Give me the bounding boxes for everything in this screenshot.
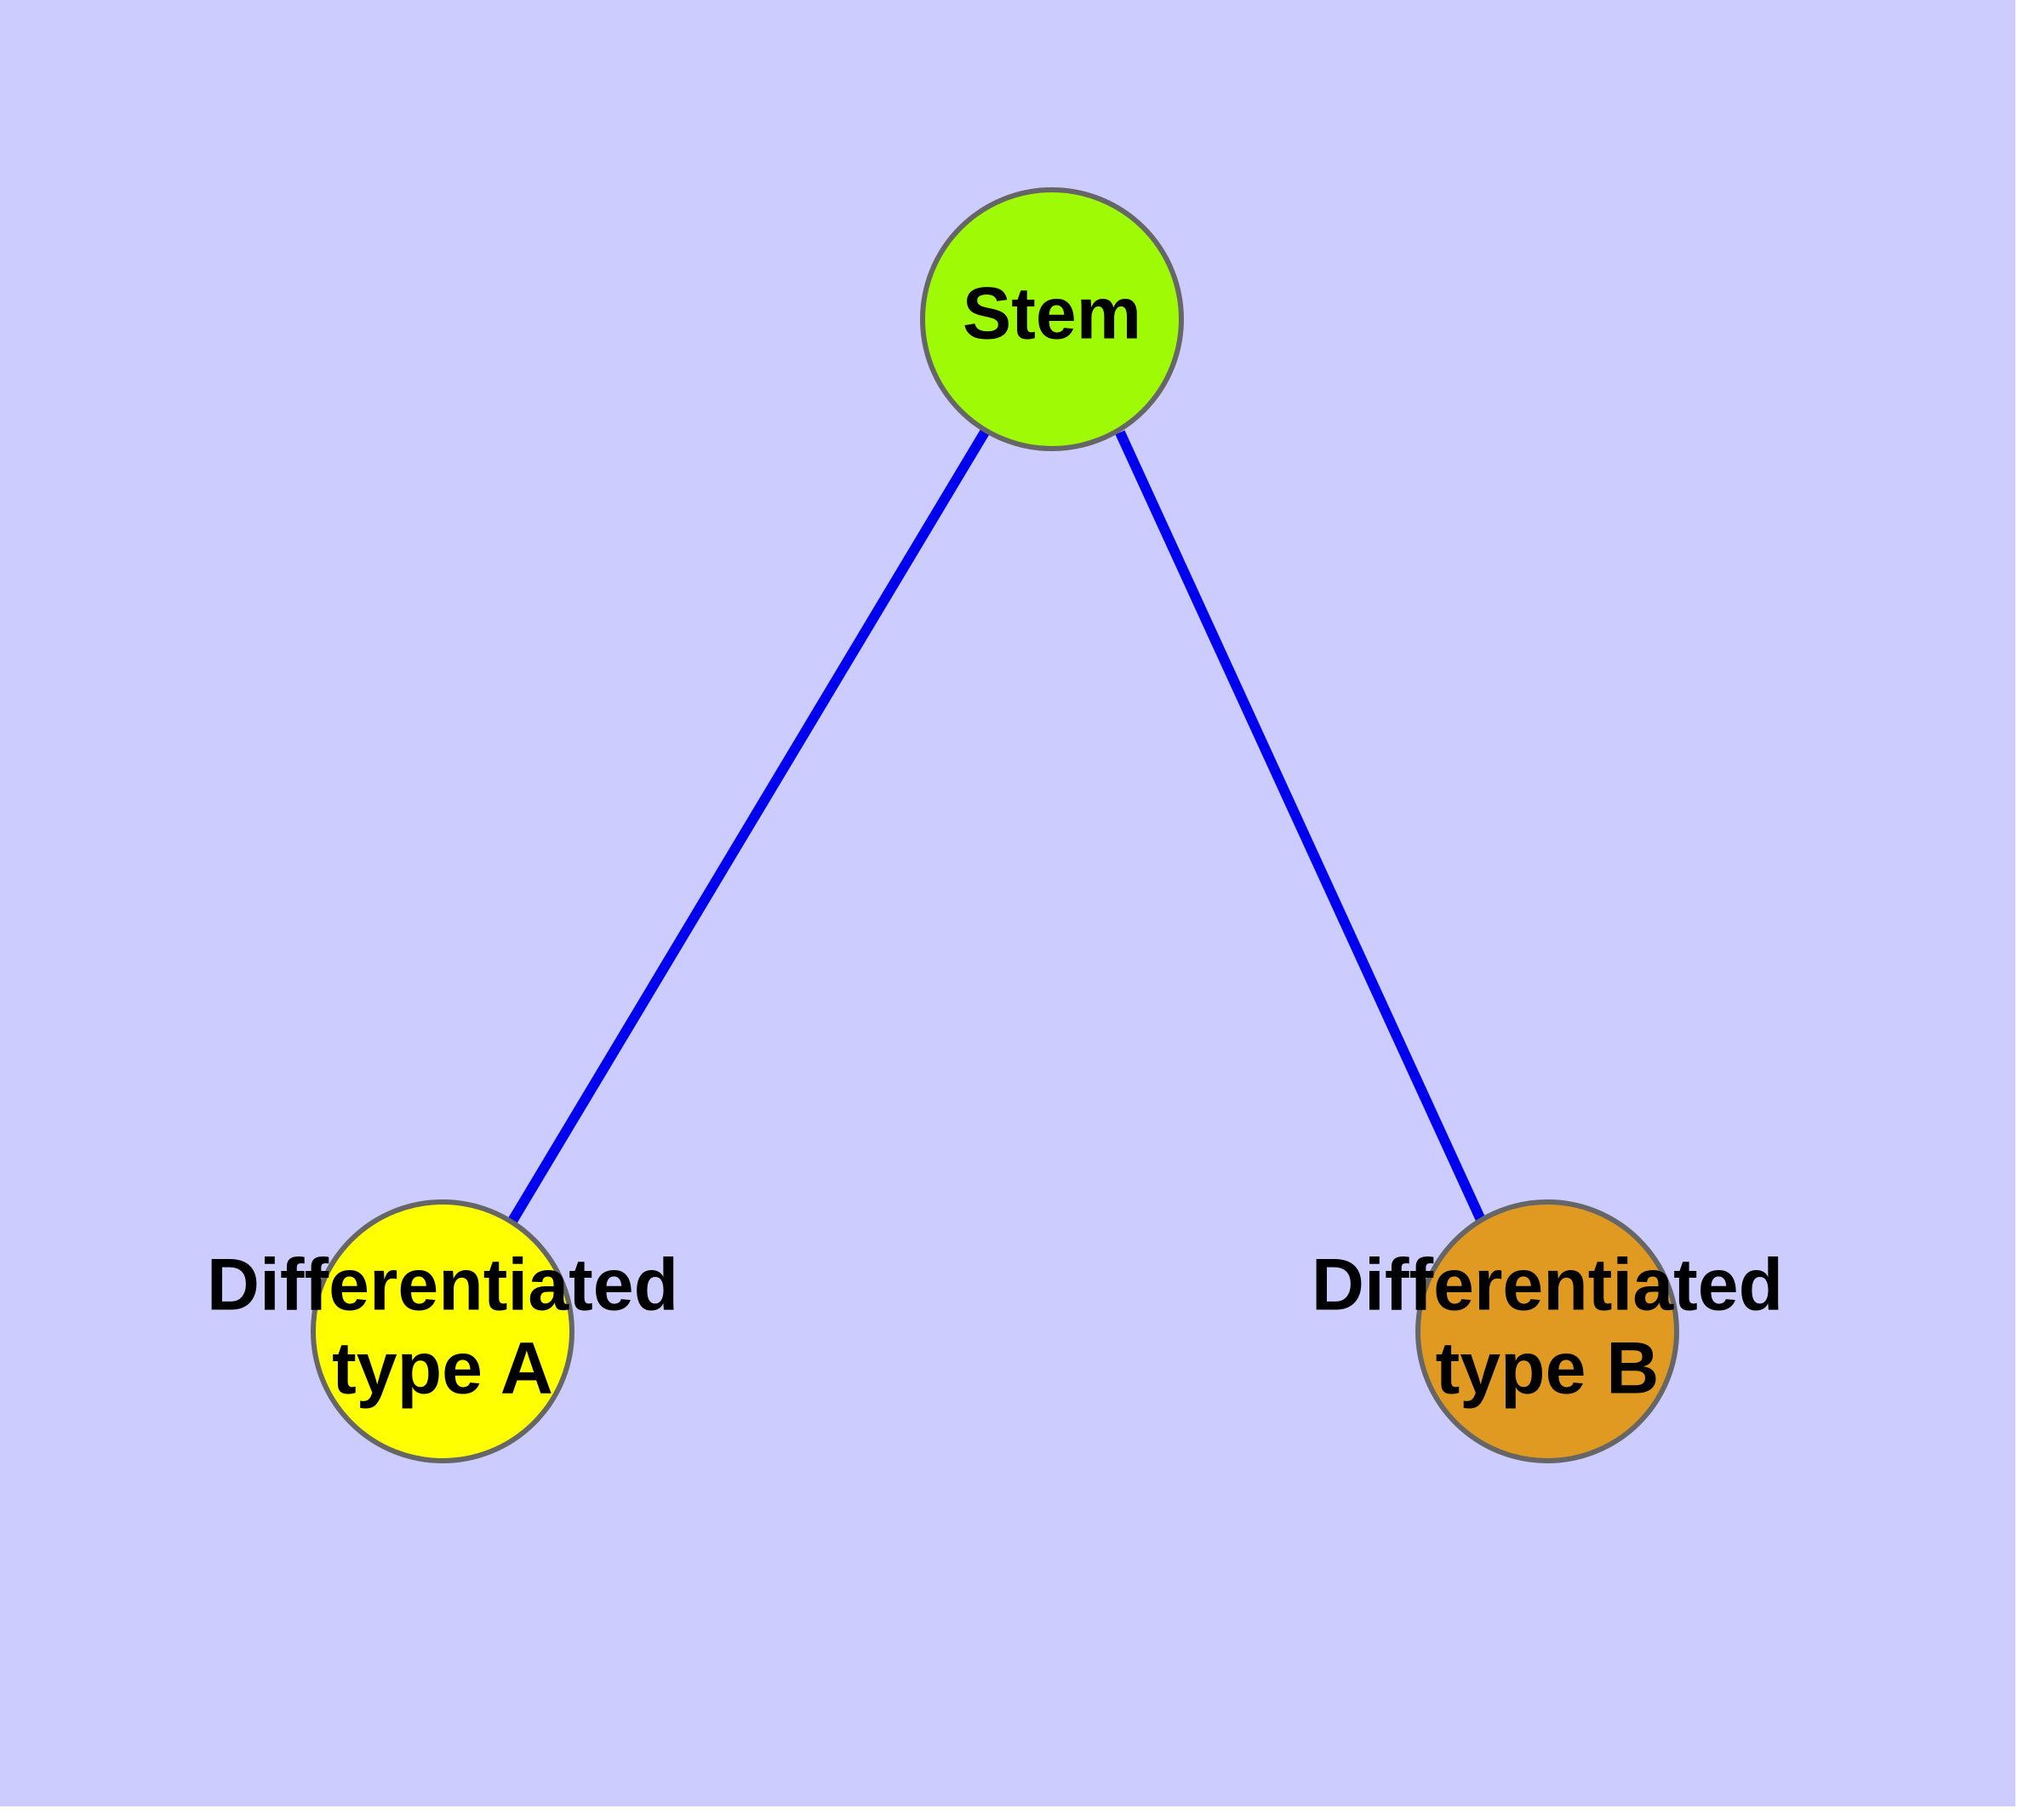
node-stem-circle[interactable] <box>920 187 1184 451</box>
node-differentiated-type-b[interactable] <box>1415 1199 1679 1463</box>
node-differentiated-type-a-circle[interactable] <box>311 1199 574 1463</box>
edge-stem-to-differentiated-type-b[interactable] <box>1115 430 1486 1222</box>
node-differentiated-type-b-label-line-2: type B <box>1436 1328 1660 1410</box>
node-differentiated-type-a-label-line-1: Differentiated <box>207 1245 678 1326</box>
node-differentiated-type-a[interactable] <box>311 1199 574 1463</box>
node-differentiated-type-b-circle[interactable] <box>1415 1199 1679 1463</box>
node-stem[interactable] <box>920 187 1184 451</box>
node-differentiated-type-b-label-line-1: Differentiated <box>1312 1245 1783 1326</box>
label-layer: Stem Differentiated type A Differentiate… <box>207 273 1783 1410</box>
node-layer <box>311 187 1679 1463</box>
node-stem-label: Stem <box>963 273 1141 355</box>
edge-layer <box>506 427 1486 1226</box>
node-differentiated-type-a-label-line-2: type A <box>332 1328 553 1410</box>
edge-stem-to-differentiated-type-a[interactable] <box>506 427 991 1226</box>
